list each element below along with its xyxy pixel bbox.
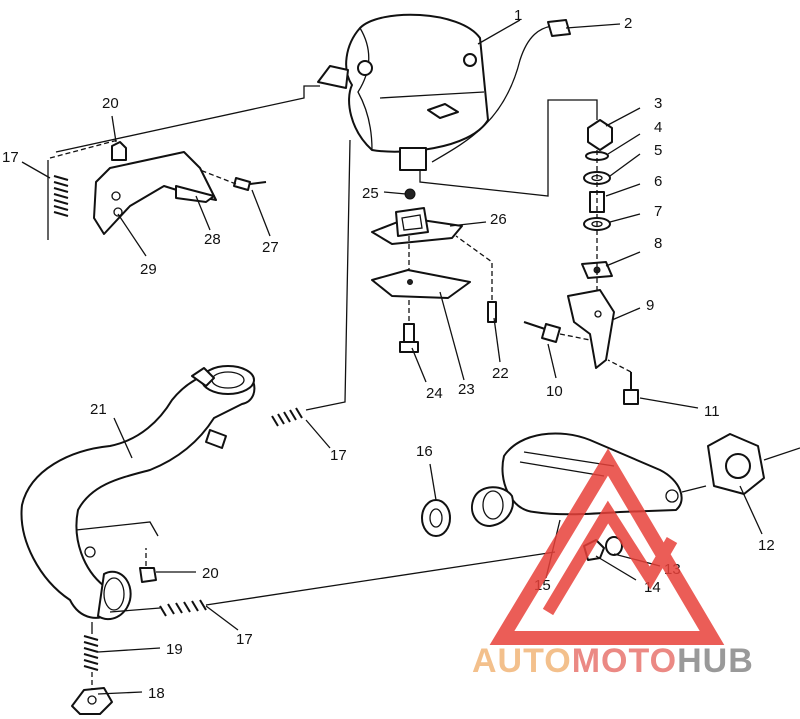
callout-26: 26 xyxy=(490,211,507,228)
bolt-10 xyxy=(523,321,591,343)
pipe-lower-line xyxy=(109,607,161,613)
spring-17-upper xyxy=(271,407,303,427)
callout-23: 23 xyxy=(458,381,475,398)
watermark-m-mark xyxy=(542,500,678,616)
callout-16: 16 xyxy=(416,443,433,460)
callout-7: 7 xyxy=(654,203,662,220)
muffler-part xyxy=(317,13,489,171)
spring-17-lower xyxy=(159,599,207,617)
callout-8: 8 xyxy=(654,235,662,252)
cable-line xyxy=(431,25,553,163)
callout-21: 21 xyxy=(90,401,107,418)
callout-17-low: 17 xyxy=(236,631,253,648)
callout-9: 9 xyxy=(646,297,654,314)
bolt-11 xyxy=(607,359,639,405)
callout-20-low: 20 xyxy=(202,565,219,582)
silencer-assembly xyxy=(471,432,683,527)
spring-19 xyxy=(83,635,99,671)
callout-19: 19 xyxy=(166,641,183,658)
flange-18 xyxy=(71,687,113,715)
watermark-text-auto: AUTO xyxy=(472,642,572,680)
callout-29: 29 xyxy=(140,261,157,278)
callout-10: 10 xyxy=(546,383,563,400)
callout-6: 6 xyxy=(654,173,662,190)
callout-18: 18 xyxy=(148,685,165,702)
exhaust-pipe xyxy=(20,365,256,621)
center-bracket-assembly xyxy=(371,188,497,353)
callout-5: 5 xyxy=(654,142,662,159)
left-bracket-assembly xyxy=(47,85,320,240)
callout-25: 25 xyxy=(362,185,379,202)
silencer-to-gasket-line xyxy=(681,447,800,493)
callout-4: 4 xyxy=(654,119,662,136)
flange-18-hole xyxy=(87,695,97,705)
callout-3: 3 xyxy=(654,95,662,112)
callout-labels: 1 2 3 4 5 6 7 8 9 10 11 12 13 14 15 16 1… xyxy=(2,7,775,702)
cable-end-part xyxy=(547,19,571,37)
callout-11: 11 xyxy=(704,403,720,420)
callout-27: 27 xyxy=(262,239,279,256)
watermark-text-moto: MOTO xyxy=(572,642,677,680)
callout-17-left: 17 xyxy=(2,149,19,166)
callout-20-top: 20 xyxy=(102,95,119,112)
leader-lines xyxy=(21,19,763,695)
callout-22: 22 xyxy=(492,365,509,382)
mount-hardware-stack xyxy=(567,119,615,369)
gasket-12 xyxy=(707,433,765,495)
watermark-logo: AUTOMOTOHUB xyxy=(472,448,754,680)
callout-2: 2 xyxy=(624,15,632,32)
callout-12: 12 xyxy=(758,537,775,554)
callout-28: 28 xyxy=(204,231,221,248)
assembly-line-pipe-to-muffler xyxy=(305,139,351,411)
callout-1: 1 xyxy=(514,7,522,24)
cap-20-lower xyxy=(139,567,157,583)
callout-17-mid: 17 xyxy=(330,447,347,464)
pipe-to-silencer-line xyxy=(205,551,556,606)
grommet-16 xyxy=(421,499,451,537)
watermark-text-hub: HUB xyxy=(677,642,754,680)
watermark-text: AUTOMOTOHUB xyxy=(472,642,754,680)
callout-24: 24 xyxy=(426,385,443,402)
assembly-line-muffler-to-stack xyxy=(419,99,598,197)
